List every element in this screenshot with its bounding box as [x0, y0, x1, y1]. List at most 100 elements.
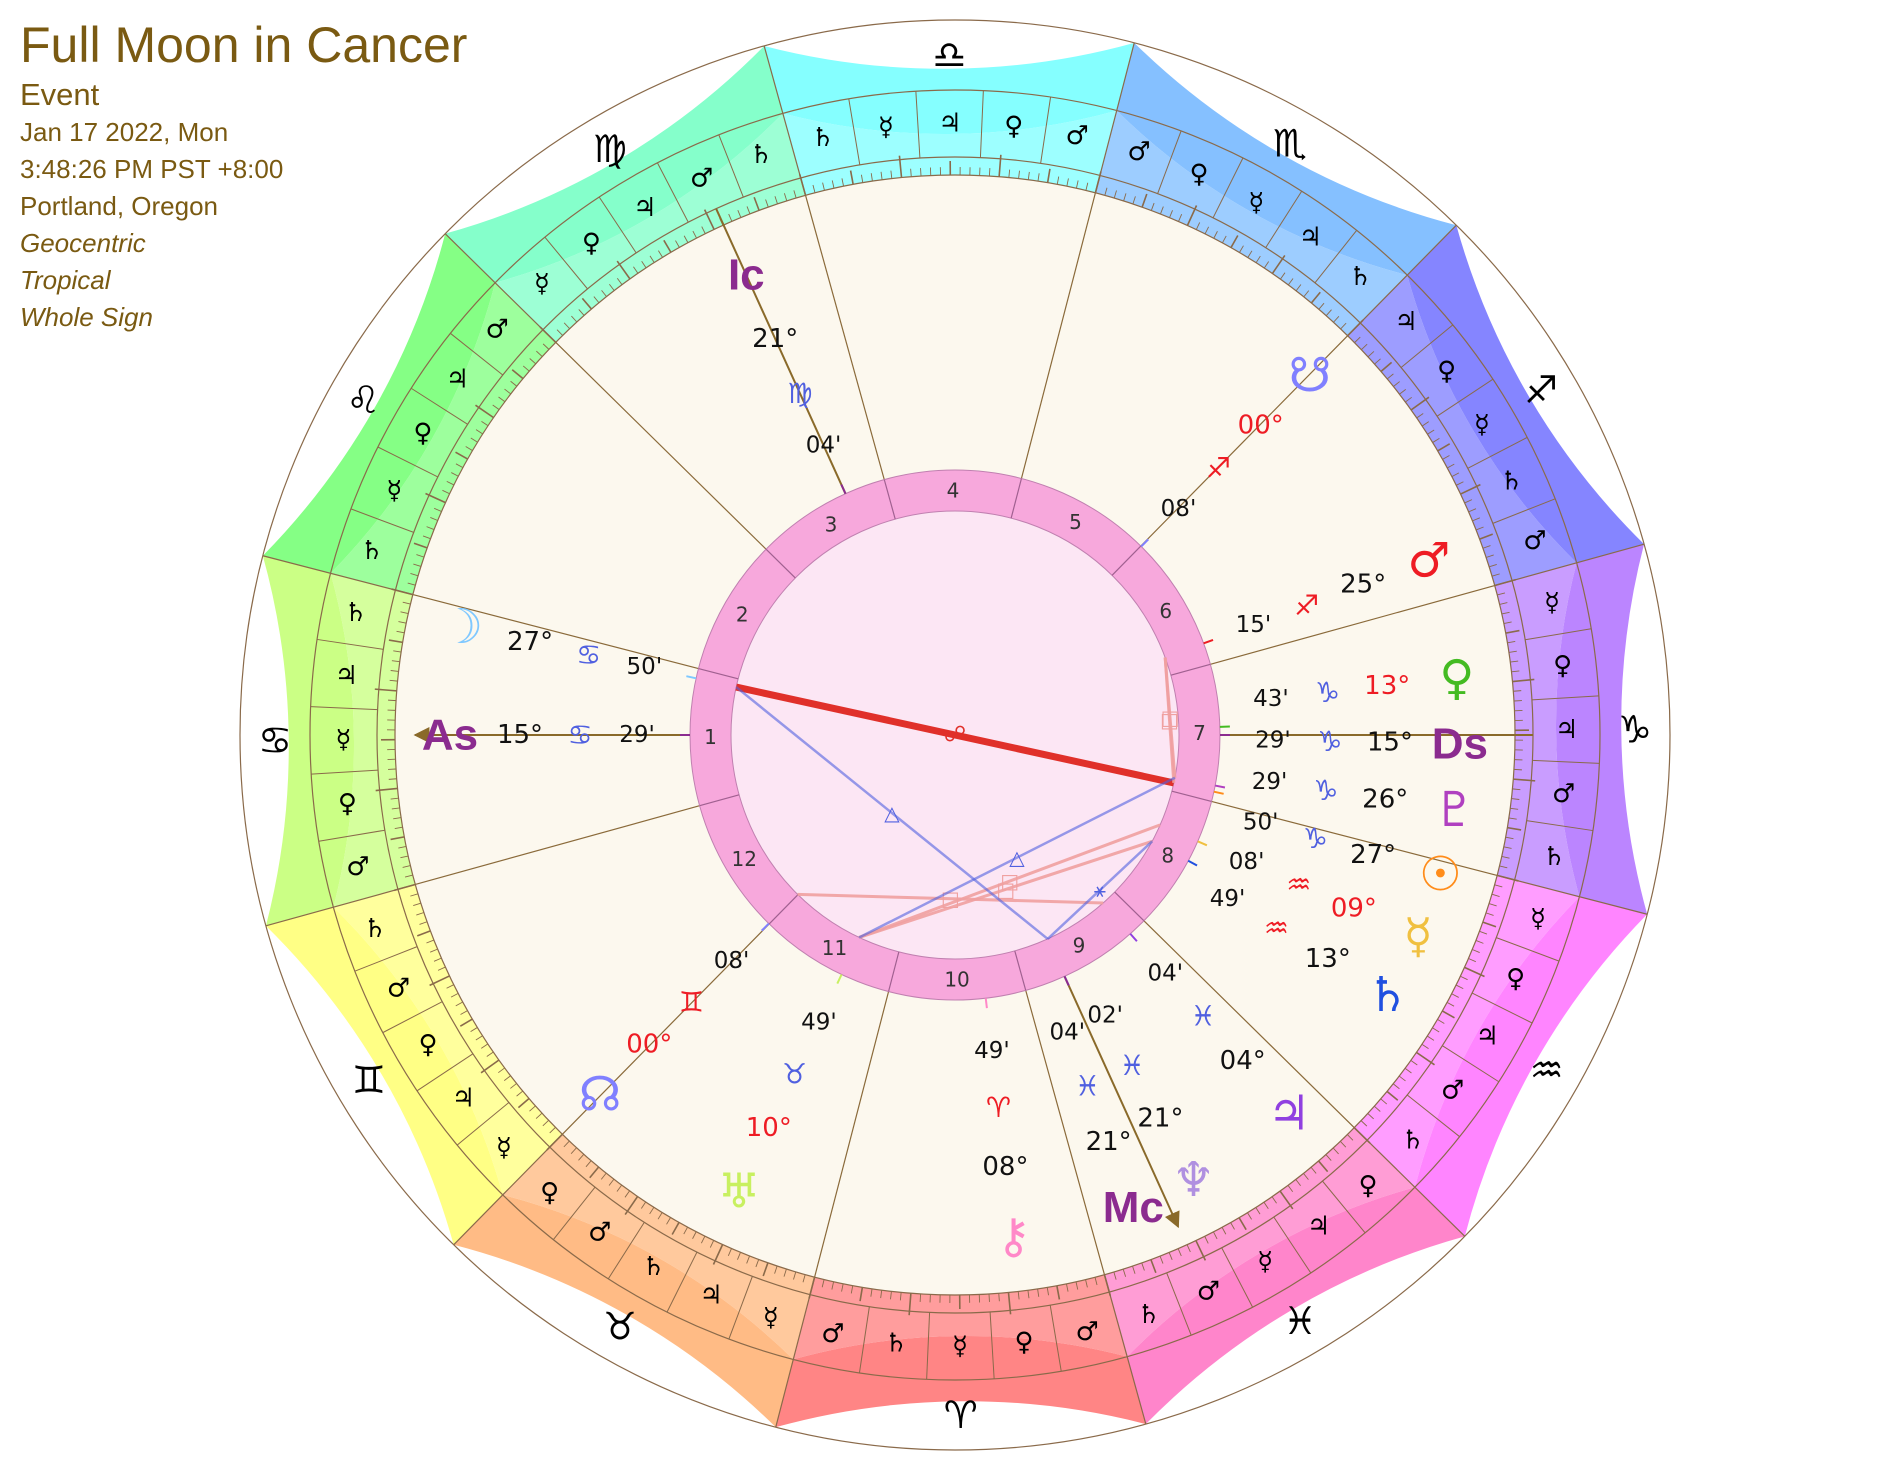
house-number-1: 1 [704, 725, 717, 749]
term-ruler-glyph: ♃ [1299, 222, 1322, 252]
sign-glyph-pisces: ♓ [1283, 1299, 1317, 1343]
planet-pluto[interactable]: ♇26°♑29' [1214, 769, 1476, 838]
planet-moon[interactable]: ☽27°♋50' [440, 599, 697, 680]
aspect-line-square [858, 823, 1161, 939]
mars-sign-glyph: ♐ [1294, 589, 1319, 622]
uranus-sign-glyph: ♉ [782, 1057, 807, 1090]
descendant-glyph: Ds [1432, 719, 1488, 768]
term-ruler-glyph: ♄ [1137, 1300, 1160, 1330]
term-ruler-glyph: ♃ [938, 109, 961, 139]
term-ruler-glyph: ☿ [386, 476, 402, 506]
mars-position-tick [1203, 638, 1214, 645]
term-border [1531, 695, 1599, 701]
term-border [848, 98, 861, 165]
moon-degree: 27° [507, 627, 553, 657]
sign-glyph-leo: ♌ [346, 378, 380, 422]
planet-mars[interactable]: ♂25°♐15' [1203, 532, 1451, 645]
aspect-glyph-sextile: ⚹ [1094, 878, 1106, 902]
planet-north-node[interactable]: ☊00°♊08' [579, 922, 770, 1123]
term-ruler-glyph: ♄ [1401, 1125, 1424, 1155]
term-border [1442, 1045, 1500, 1083]
chiron-sign-glyph: ♈ [986, 1091, 1011, 1124]
term-border [1471, 992, 1533, 1024]
sign-segment-scorpio [1116, 42, 1457, 276]
house-ring [690, 470, 1220, 1000]
venus-sign-glyph: ♑ [1315, 676, 1340, 709]
term-ruler-glyph: ♂ [821, 1319, 844, 1349]
term-ruler-glyph: ♃ [1394, 307, 1417, 337]
house-cusp-line [814, 991, 890, 1278]
term-ruler-glyph: ♀ [1506, 964, 1525, 994]
ring-outline [309, 89, 1601, 1381]
sign-segment-capricorn [1556, 544, 1648, 915]
planet-venus[interactable]: ♀13°♑43' [1219, 650, 1474, 728]
term-border [1221, 1247, 1254, 1308]
house-cusp-line [1143, 920, 1355, 1129]
house-divider [765, 548, 796, 579]
planet-chiron[interactable]: ⚷08°♈49' [974, 998, 1031, 1265]
north-node-degree: 00° [626, 1029, 672, 1059]
pluto-sign-glyph: ♑ [1313, 774, 1338, 807]
aspect-line-square [858, 839, 1153, 939]
mercury-minutes: 08' [1229, 849, 1265, 875]
term-border [979, 90, 984, 158]
house-divider [768, 894, 799, 925]
sign-glyph-libra: ♎ [932, 33, 966, 77]
sun-glyph: ☉ [1419, 846, 1462, 902]
setting-geocentric: Geocentric [20, 228, 146, 258]
term-ruler-glyph: ♂ [1441, 1075, 1464, 1105]
house-number-8: 8 [1161, 843, 1174, 867]
house-cusp-line [1210, 584, 1495, 665]
decan-band-taurus [502, 1134, 815, 1360]
sign-glyph-cancer: ♋ [258, 719, 292, 763]
descendant-minutes: 29' [1255, 728, 1291, 754]
term-ruler-glyph: ♂ [588, 1218, 611, 1248]
term-border [450, 332, 504, 376]
planet-neptune[interactable]: ♆21°♓02' [1063, 975, 1215, 1208]
jupiter-degree: 04° [1220, 1046, 1266, 1076]
sign-glyph-capricorn: ♑ [1618, 707, 1652, 751]
aspect-line-trine [735, 686, 1049, 940]
setting-tropical: Tropical [20, 265, 111, 295]
term-border [1532, 759, 1600, 764]
sun-degree: 27° [1350, 840, 1396, 870]
term-ruler-glyph: ♀ [1358, 1171, 1377, 1201]
term-border [310, 706, 378, 711]
term-border [915, 91, 921, 159]
aspect-glyph-opposition: ☍ [944, 723, 966, 748]
chiron-degree: 08° [982, 1152, 1028, 1182]
term-ruler-glyph: ♄ [344, 598, 367, 628]
planet-sun[interactable]: ☉27°♑50' [1213, 790, 1462, 903]
sign-border [1347, 224, 1457, 337]
planet-mercury[interactable]: ☿09°♒08' [1197, 840, 1433, 964]
chart-header: Full Moon in Cancer Event Jan 17 2022, M… [20, 14, 467, 336]
term-border [1157, 130, 1182, 194]
aspect-line-opposition [735, 683, 1175, 787]
saturn-degree: 13° [1305, 944, 1351, 974]
term-border [1467, 436, 1528, 469]
term-ruler-glyph: ♀ [413, 419, 432, 449]
term-border [410, 387, 468, 425]
term-ruler-glyph: ♂ [1523, 526, 1546, 556]
term-ruler-glyph: ☿ [1248, 188, 1264, 218]
sun-minutes: 50' [1243, 810, 1279, 836]
term-ruler-glyph: ♄ [1349, 262, 1372, 292]
planet-uranus[interactable]: ♅10°♉49' [717, 974, 843, 1220]
planet-saturn[interactable]: ♄13°♒49' [1187, 859, 1409, 1023]
term-ruler-glyph: ♂ [1552, 779, 1575, 809]
south-node-sign-glyph: ♐ [1206, 452, 1231, 485]
planet-jupiter[interactable]: ♃04°♓04' [1129, 933, 1311, 1142]
house-divider [1170, 663, 1211, 676]
jupiter-glyph: ♃ [1268, 1086, 1311, 1142]
north-node-position-tick [761, 922, 770, 932]
sign-glyph-gemini: ♊ [352, 1058, 386, 1102]
house-divider [1010, 478, 1023, 519]
venus-degree: 13° [1364, 671, 1410, 701]
term-border [544, 236, 588, 290]
planet-south-node[interactable]: ☋00°♐08' [1140, 348, 1331, 548]
house-divider [887, 951, 900, 992]
